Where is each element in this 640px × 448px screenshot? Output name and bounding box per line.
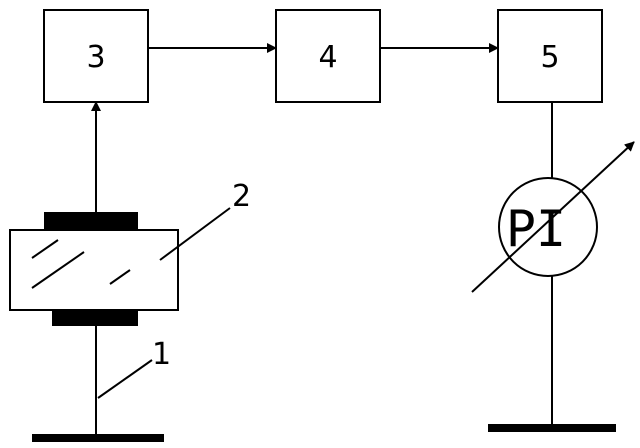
pi-meter <box>498 177 598 277</box>
block-3: 3 <box>43 9 149 103</box>
left-ground-plate <box>32 434 164 442</box>
hatch-line <box>31 239 59 259</box>
bottom-electrode <box>52 310 138 326</box>
hatch-line <box>109 269 131 285</box>
callout-2-leader <box>159 207 231 261</box>
block-4: 4 <box>275 9 381 103</box>
crystal-element <box>9 229 179 311</box>
callout-2-label: 2 <box>232 179 251 214</box>
block-5-label: 5 <box>540 40 559 75</box>
block-4-label: 4 <box>318 40 337 75</box>
block-3-label: 3 <box>86 40 105 75</box>
top-electrode <box>44 212 138 230</box>
callout-1-leader <box>97 359 153 399</box>
variable-arrow <box>471 141 635 293</box>
block-5: 5 <box>497 9 603 103</box>
hatch-line <box>31 251 85 289</box>
callout-1-label: 1 <box>152 337 171 372</box>
right-ground-plate <box>488 424 616 432</box>
pi-meter-label: PI <box>506 200 566 258</box>
